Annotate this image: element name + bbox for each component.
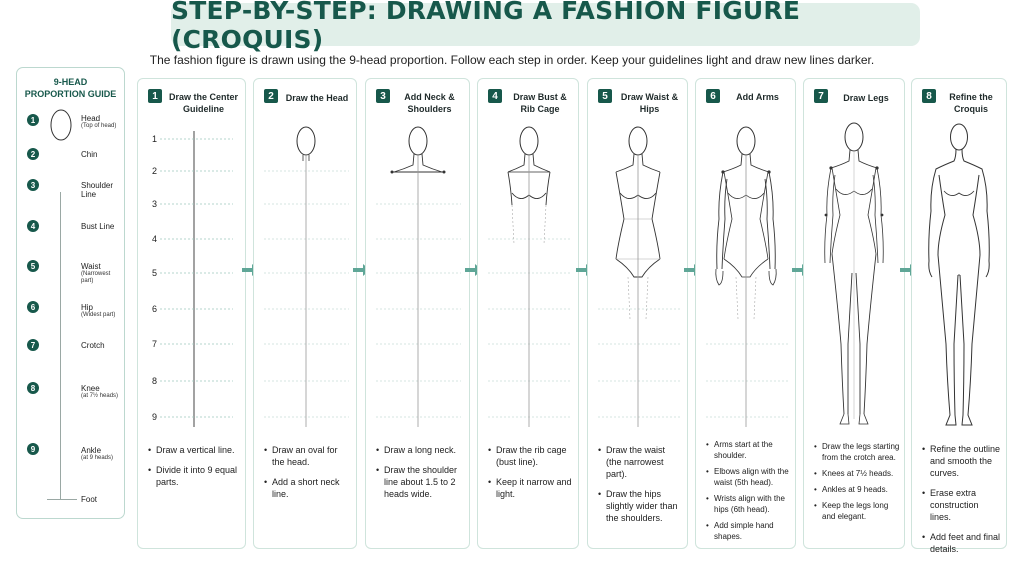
bullet: Draw the shoulder line about 1.5 to 2 he…: [376, 464, 465, 500]
legs-figure: [824, 122, 884, 425]
waist-hips-figure: [598, 126, 680, 427]
step-number: 5: [598, 89, 612, 103]
step-bullets: Refine the outline and smooth the curves…: [922, 443, 1002, 563]
step-title: Refine the Croquis: [949, 92, 993, 114]
step-number: 6: [706, 89, 720, 103]
row-number: 6: [152, 304, 157, 314]
guide-badge: 6: [27, 301, 39, 313]
page-title: STEP-BY-STEP: DRAWING A FASHION FIGURE (…: [171, 0, 801, 54]
bullet: Divide it into 9 equal parts.: [148, 464, 241, 488]
bullet: Draw a long neck.: [376, 444, 465, 456]
bullet: Draw a vertical line.: [148, 444, 241, 456]
neck-shoulders-figure: [376, 126, 461, 427]
step-number: 4: [488, 89, 502, 103]
step-number: 7: [814, 89, 828, 103]
step-card-8: 8 Refine the Croquis Refine the outline …: [911, 78, 1007, 554]
bullet: Ankles at 9 heads.: [814, 484, 900, 495]
row-number: 8: [152, 376, 157, 386]
guide-item-bust: 4 Bust Line: [17, 219, 126, 249]
step-card-5: 5 Draw Waist & Hips Draw the waist (the …: [587, 78, 688, 549]
step-card-3: 3 Add Neck & Shoulders Draw a long neck.…: [365, 78, 470, 549]
guide-item-head: 1 Head(Top of head): [17, 110, 126, 140]
bullet: Add feet and final details.: [922, 531, 1002, 555]
bullet: Draw an oval for the head.: [264, 444, 352, 468]
step-title: Draw Legs: [843, 93, 889, 103]
bullet: Keep the legs long and elegant.: [814, 500, 900, 522]
bullet: Draw the legs starting from the crotch a…: [814, 441, 900, 463]
center-guideline-figure: 1 2 3 4 5 6 7 8 9: [152, 131, 233, 427]
arms-figure: [706, 126, 788, 427]
step-bullets: Draw a long neck. Draw the shoulder line…: [376, 444, 465, 508]
guide-item-ankle: 9 Ankle(at 9 heads): [17, 443, 126, 473]
step-title: Draw the Center Guideline: [168, 92, 239, 114]
bullet: Erase extra construction lines.: [922, 487, 1002, 523]
head-oval-figure: [264, 126, 349, 427]
row-number: 1: [152, 134, 157, 144]
bullet: Draw the rib cage (bust line).: [488, 444, 574, 468]
guide-foot-tick: [47, 499, 77, 500]
bust-ribcage-figure: [488, 126, 570, 427]
bullet: Refine the outline and smooth the curves…: [922, 443, 1002, 479]
guide-badge: 9: [27, 443, 39, 455]
step-bullets: Draw the rib cage (bust line). Keep it n…: [488, 444, 574, 508]
guide-badge: 2: [27, 148, 39, 160]
guide-item-knee: 8 Knee(at 7½ heads): [17, 381, 126, 411]
guide-item-hip: 6 Hip(Widest part): [17, 300, 126, 330]
row-number: 5: [152, 268, 157, 278]
guide-badge: 3: [27, 179, 39, 191]
guide-foot-label: Foot: [81, 495, 98, 504]
step-title: Draw Bust & Rib Cage: [513, 92, 567, 114]
guide-badge: 8: [27, 382, 39, 394]
step-number: 8: [922, 89, 936, 103]
step-bullets: Arms start at the shoulder. Elbows align…: [706, 439, 791, 547]
bullet: Add simple hand shapes.: [706, 520, 791, 542]
guide-badge: 7: [27, 339, 39, 351]
guide-badge: 1: [27, 114, 39, 126]
guide-item-waist: 5 Waist(Narrowest part): [17, 259, 126, 289]
row-number: 3: [152, 199, 157, 209]
step-bullets: Draw a vertical line. Divide it into 9 e…: [148, 444, 241, 496]
step-card-1: 1 Draw the Center Guideline 1 2 3 4 5 6 …: [137, 78, 246, 549]
step-card-6: 6 Add Arms Arms start at the shoulder. E…: [695, 78, 796, 549]
refined-croquis-figure: [928, 123, 990, 426]
guide-badge: 4: [27, 220, 39, 232]
step-card-2: 2 Draw the Head Draw an oval for the hea…: [253, 78, 357, 549]
bullet: Arms start at the shoulder.: [706, 439, 791, 461]
bullet: Draw the waist (the narrowest part).: [598, 444, 683, 480]
bullet: Knees at 7½ heads.: [814, 468, 900, 479]
step-bullets: Draw the waist (the narrowest part). Dra…: [598, 444, 683, 532]
step-number: 2: [264, 89, 278, 103]
step-title: Draw the Head: [285, 93, 349, 103]
step-number: 1: [148, 89, 162, 103]
guide-badge: 5: [27, 260, 39, 272]
guide-head-oval-icon: [50, 109, 72, 141]
step-number: 3: [376, 89, 390, 103]
bullet: Elbows align with the waist (5th head).: [706, 466, 791, 488]
step-bullets: Draw an oval for the head. Add a short n…: [264, 444, 352, 508]
step-title: Draw Waist & Hips: [620, 92, 679, 114]
bullet: Draw the hips slightly wider than the sh…: [598, 488, 683, 524]
row-number: 9: [152, 412, 157, 422]
row-number: 7: [152, 339, 157, 349]
bullet: Add a short neck line.: [264, 476, 352, 500]
step-title: Add Neck & Shoulders: [404, 92, 455, 114]
step-bullets: Draw the legs starting from the crotch a…: [814, 441, 900, 527]
step-card-4: 4 Draw Bust & Rib Cage Draw the rib cage…: [477, 78, 579, 549]
guide-item-chin: 2 Chin: [17, 148, 126, 178]
title-banner: STEP-BY-STEP: DRAWING A FASHION FIGURE (…: [171, 0, 920, 54]
guide-item-shoulder: 3 Shoulder Line: [17, 178, 126, 208]
guide-vertical-line: [60, 192, 61, 500]
guide-item-crotch: 7 Crotch: [17, 338, 126, 368]
row-number: 4: [152, 234, 157, 244]
bullet: Keep it narrow and light.: [488, 476, 574, 500]
step-title: Add Arms: [736, 92, 779, 102]
bullet: Wrists align with the hips (6th head).: [706, 493, 791, 515]
page-subtitle: The fashion figure is drawn using the 9-…: [149, 53, 875, 67]
step-card-7: 7 Draw Legs Draw the legs starting from …: [803, 78, 905, 549]
row-number: 2: [152, 166, 157, 176]
